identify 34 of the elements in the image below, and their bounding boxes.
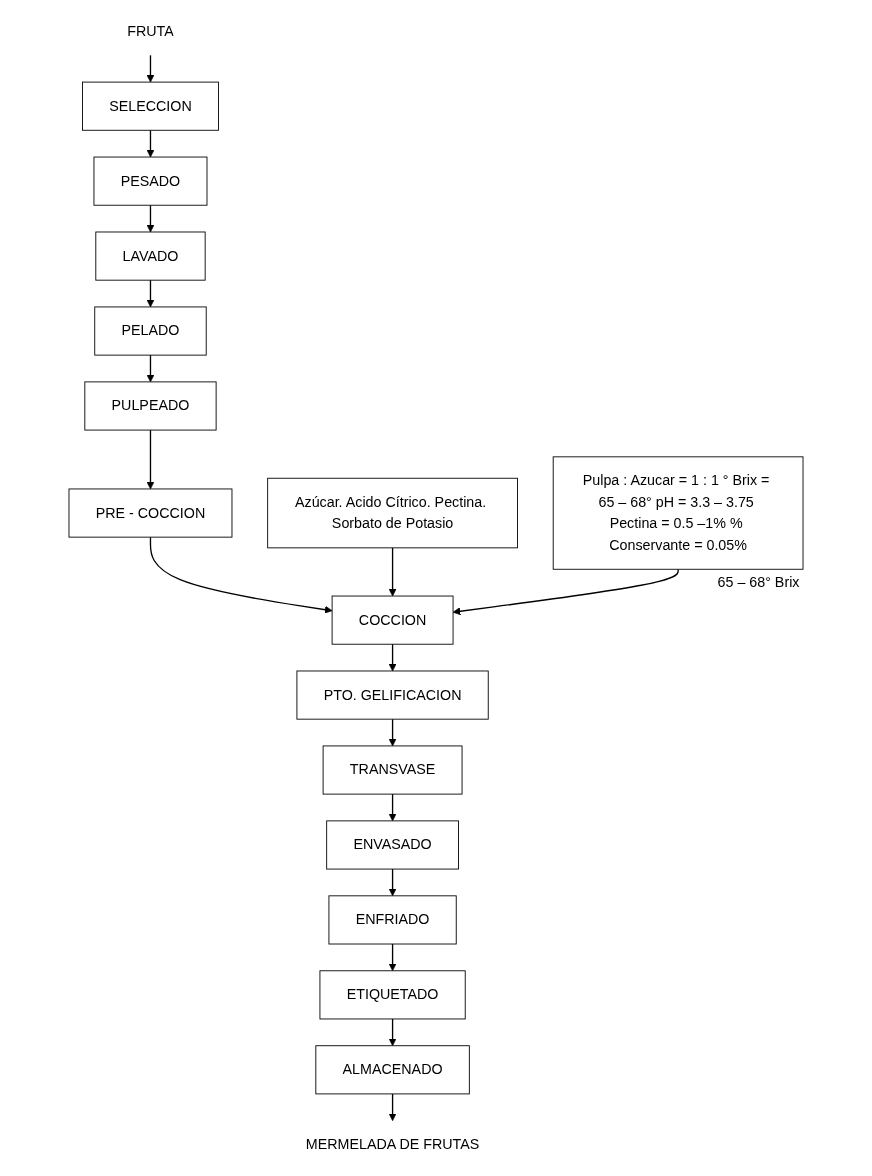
arrow <box>388 1018 397 1047</box>
node-box: PELADO <box>94 306 207 356</box>
arrow <box>146 204 155 233</box>
arrow <box>146 429 155 490</box>
node-box: Azúcar. Acido Cítrico. Pectina. Sorbato de Potasio <box>267 477 518 549</box>
arrow <box>146 279 155 308</box>
node-text: FRUTA <box>127 23 174 39</box>
arrow <box>146 54 155 83</box>
node-box: ETIQUETADO <box>319 970 466 1020</box>
node-box: LAVADO <box>95 231 206 281</box>
node-box: ENVASADO <box>326 820 459 870</box>
arrow <box>388 868 397 897</box>
arrow <box>388 1093 397 1122</box>
arrow <box>388 943 397 972</box>
node-box: Pulpa : Azucar = 1 : 1 ° Brix = 65 – 68° pH = 3.3 – 3.75 Pectina = 0.5 –1% % Conservante = 0.05% <box>552 456 804 570</box>
node-box: PULPEADO <box>84 381 217 431</box>
node-box: PESADO <box>93 156 208 206</box>
arrow <box>388 793 397 822</box>
node-box: ENFRIADO <box>328 895 457 945</box>
node-box: PRE - COCCION <box>68 488 233 538</box>
node-box: SELECCION <box>82 81 219 131</box>
arrow <box>146 129 155 158</box>
arrow <box>149 536 333 614</box>
arrow <box>146 354 155 383</box>
node-box: ALMACENADO <box>315 1045 470 1095</box>
node-box: COCCION <box>331 595 454 645</box>
node-text: MERMELADA DE FRUTAS <box>305 1136 480 1152</box>
arrow <box>388 718 397 747</box>
side-note: 65 – 68° Brix <box>717 574 800 591</box>
arrow <box>388 547 397 597</box>
arrow <box>452 568 679 616</box>
node-box: TRANSVASE <box>322 745 463 795</box>
arrow <box>388 643 397 672</box>
node-box: PTO. GELIFICACION <box>296 670 489 720</box>
